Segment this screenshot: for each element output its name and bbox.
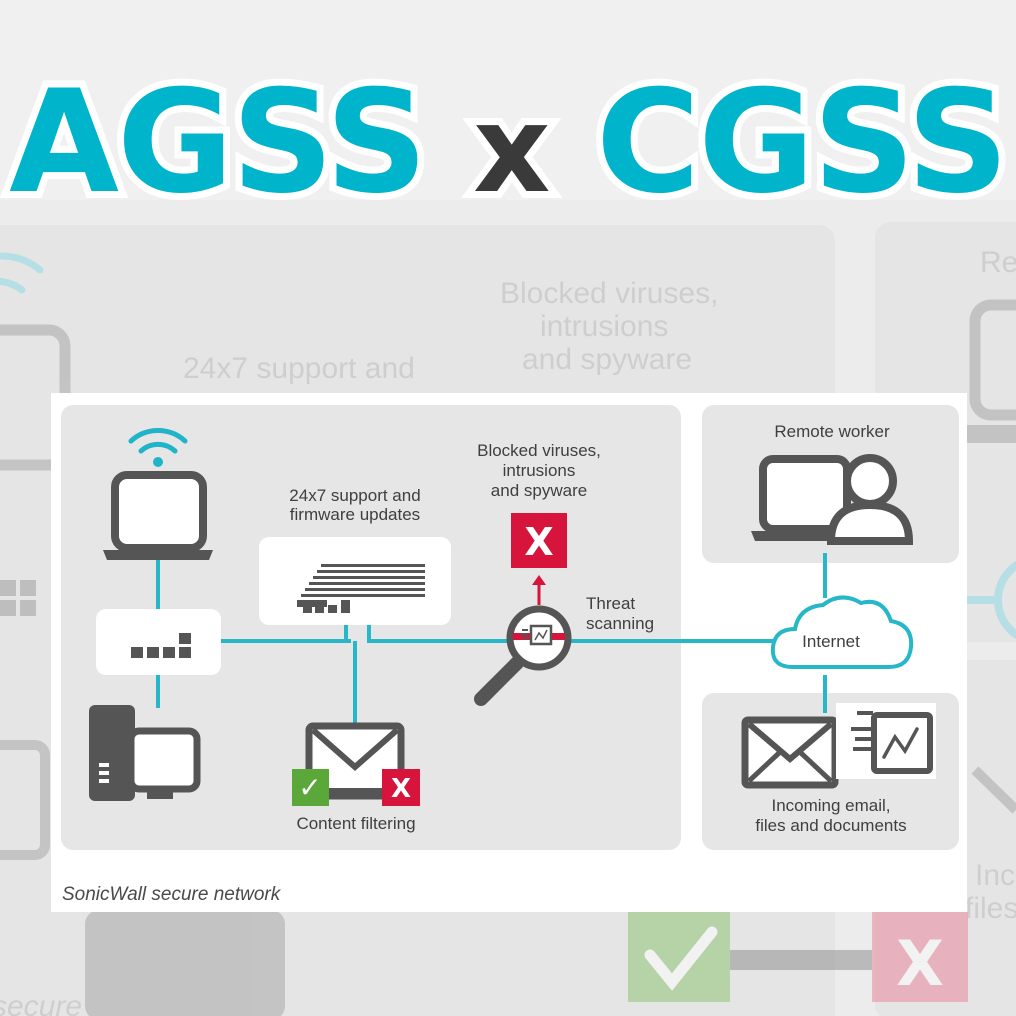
incoming-label-line2: files and documents bbox=[755, 816, 906, 835]
blocked-x-icon: X bbox=[511, 513, 567, 568]
filter-allow-check-icon: ✓ bbox=[292, 769, 329, 806]
network-links bbox=[156, 553, 827, 728]
network-diagram-card: 24x7 support and firmware updates Blocke… bbox=[51, 393, 967, 912]
bg-remote-laptop-icon bbox=[969, 299, 1016, 421]
blocked-label-line3: and spyware bbox=[491, 481, 587, 500]
bg-incoming-fragment1: Inc bbox=[975, 859, 1015, 892]
diagram-caption: SonicWall secure network bbox=[62, 884, 282, 905]
threat-scanning-magnifier-icon bbox=[474, 605, 572, 706]
bg-mail-icon bbox=[971, 766, 1016, 814]
bg-switch-icon bbox=[0, 580, 36, 616]
threat-label-line1: Threat bbox=[586, 594, 635, 613]
title-right: CGSS bbox=[589, 53, 1016, 232]
filter-block-x-icon: X bbox=[382, 769, 420, 806]
blocked-arrow-icon bbox=[532, 575, 546, 605]
wifi-dot-icon bbox=[153, 457, 163, 467]
threat-label-line2: scanning bbox=[586, 614, 654, 633]
support-label-line2: firmware updates bbox=[290, 505, 420, 524]
bg-remote-fragment: Re bbox=[980, 246, 1016, 279]
wifi-icon bbox=[128, 428, 188, 454]
bg-blocked-line1: Blocked viruses, bbox=[500, 277, 718, 310]
blocked-label-line2: intrusions bbox=[503, 461, 576, 480]
blocked-label-line1: Blocked viruses, bbox=[477, 441, 601, 460]
bg-x-icon bbox=[872, 912, 968, 1002]
firmware-appliance-icon bbox=[259, 537, 451, 625]
bg-check-icon bbox=[628, 912, 730, 1002]
bg-x-mark: X bbox=[896, 927, 944, 1000]
laptop-icon bbox=[103, 471, 213, 560]
bg-incoming-fragment2: files a bbox=[965, 892, 1016, 925]
filter-allow-mark: ✓ bbox=[298, 771, 321, 804]
bg-monitor-icon bbox=[85, 910, 285, 1016]
bg-support-line: 24x7 support and bbox=[183, 352, 415, 385]
incoming-document-icon bbox=[836, 703, 936, 779]
title-left: AGSS bbox=[2, 53, 435, 232]
bg-desktop-icon bbox=[0, 740, 50, 860]
remote-worker-icon bbox=[751, 454, 914, 545]
incoming-mail-icon bbox=[741, 716, 839, 789]
network-diagram: 24x7 support and firmware updates Blocke… bbox=[61, 405, 959, 905]
bg-wifi-icon bbox=[0, 252, 44, 294]
bg-blocked-line3: and spyware bbox=[522, 343, 692, 376]
content-filtering-label: Content filtering bbox=[296, 814, 415, 833]
page-title: AGSS x CGSS bbox=[0, 53, 1016, 236]
bg-blocked-line2: intrusions bbox=[540, 310, 668, 343]
internet-cloud-icon bbox=[770, 595, 914, 669]
internet-label: Internet bbox=[802, 632, 860, 651]
desktop-computer-icon bbox=[89, 705, 201, 801]
bg-filter-marks: X bbox=[628, 912, 968, 1002]
firewall-appliance-icon bbox=[96, 609, 221, 675]
filter-block-mark: X bbox=[391, 774, 411, 804]
support-label-line1: 24x7 support and bbox=[289, 486, 420, 505]
blocked-x-mark: X bbox=[524, 520, 553, 564]
title-separator: x bbox=[466, 74, 557, 227]
incoming-label-line1: Incoming email, bbox=[771, 796, 890, 815]
remote-worker-label: Remote worker bbox=[774, 422, 890, 441]
